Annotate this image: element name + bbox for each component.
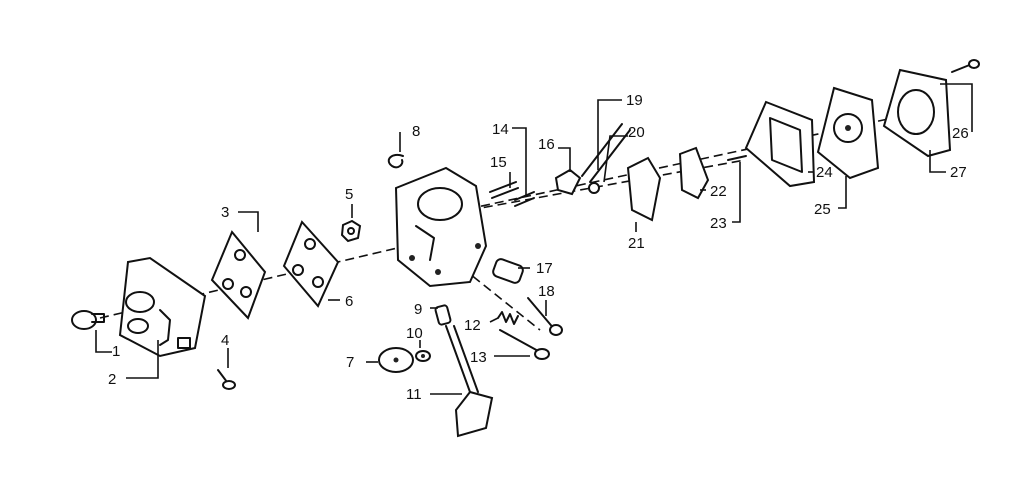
callout-14: 14 <box>492 121 509 138</box>
part-16-arm <box>554 168 582 196</box>
callout-6: 6 <box>345 293 353 310</box>
callout-9: 9 <box>414 301 422 318</box>
part-4-screw <box>217 369 236 390</box>
part-13-screw <box>499 329 550 360</box>
part-11-lever <box>445 325 494 438</box>
part-24-gasket <box>744 100 816 188</box>
part-25-diaphragm <box>816 86 880 180</box>
callout-22: 22 <box>710 183 727 200</box>
callout-18: 18 <box>538 283 555 300</box>
part-14-pin <box>514 191 535 207</box>
callout-11: 11 <box>406 386 422 403</box>
callout-13: 13 <box>470 349 487 366</box>
callout-27: 27 <box>950 164 967 181</box>
part-27-cover <box>882 68 952 158</box>
callout-2: 2 <box>108 371 116 388</box>
callout-4: 4 <box>221 332 229 349</box>
part-5-nut <box>340 219 362 243</box>
callout-24: 24 <box>816 164 833 181</box>
callout-19: 19 <box>626 92 643 109</box>
carburetor-body <box>394 166 488 288</box>
callout-1: 1 <box>112 343 120 360</box>
leader-lines <box>95 83 973 395</box>
callout-26: 26 <box>952 125 969 142</box>
part-1-plug <box>71 310 105 330</box>
callout-labels: 1 2 3 4 5 6 7 8 9 10 11 12 13 14 15 16 1… <box>108 92 969 403</box>
callout-8: 8 <box>412 123 420 140</box>
callout-15: 15 <box>490 154 507 171</box>
part-18-screw <box>527 297 563 336</box>
callout-16: 16 <box>538 136 555 153</box>
callout-12: 12 <box>464 317 481 334</box>
part-22-bracket <box>678 146 710 200</box>
part-26-screw <box>951 59 980 73</box>
part-17-spring <box>492 258 524 284</box>
part-23-pin <box>727 155 747 161</box>
callout-25: 25 <box>814 201 831 218</box>
callout-17: 17 <box>536 260 553 277</box>
part-21-plate <box>626 156 662 222</box>
part-3-pump-gasket <box>210 230 267 320</box>
part-9-needle <box>434 304 452 326</box>
part-15-shaft <box>489 181 519 199</box>
part-2-pump-cover <box>118 256 207 358</box>
part-12-spring <box>497 311 519 325</box>
part-6-pump-diaphragm <box>282 220 340 308</box>
callout-10: 10 <box>406 325 423 342</box>
callout-7: 7 <box>346 354 354 371</box>
part-19-20-arm <box>581 123 631 194</box>
part-7-disc <box>378 347 414 373</box>
part-10-screw <box>415 350 431 362</box>
part-8-clip <box>387 154 404 169</box>
callout-23: 23 <box>710 215 727 232</box>
callout-21: 21 <box>628 235 645 252</box>
callout-5: 5 <box>345 186 353 203</box>
callout-20: 20 <box>628 124 645 141</box>
callout-3: 3 <box>221 204 229 221</box>
